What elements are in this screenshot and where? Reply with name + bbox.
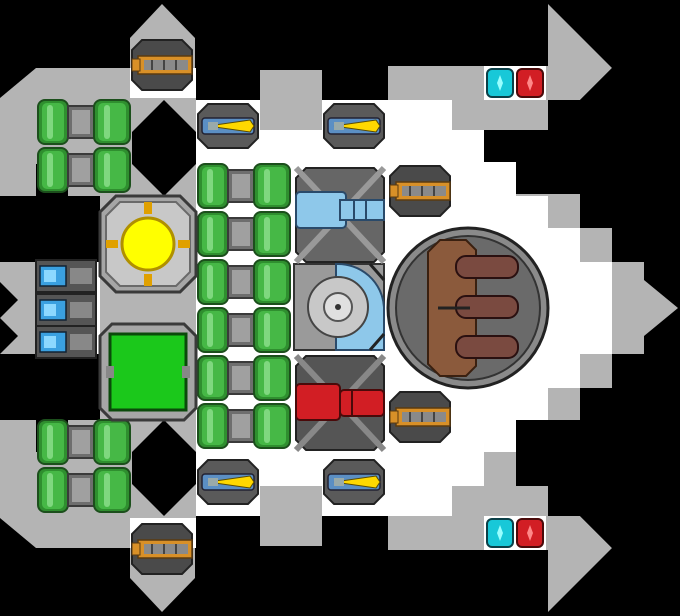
gyro-unit xyxy=(293,262,386,351)
main-cannon-turret xyxy=(386,226,550,390)
blue-laser-turret xyxy=(293,165,387,265)
reactor-core xyxy=(98,194,198,294)
cargo-bay xyxy=(98,322,198,422)
battery-bank xyxy=(35,259,97,359)
red-laser-turret xyxy=(293,353,387,453)
